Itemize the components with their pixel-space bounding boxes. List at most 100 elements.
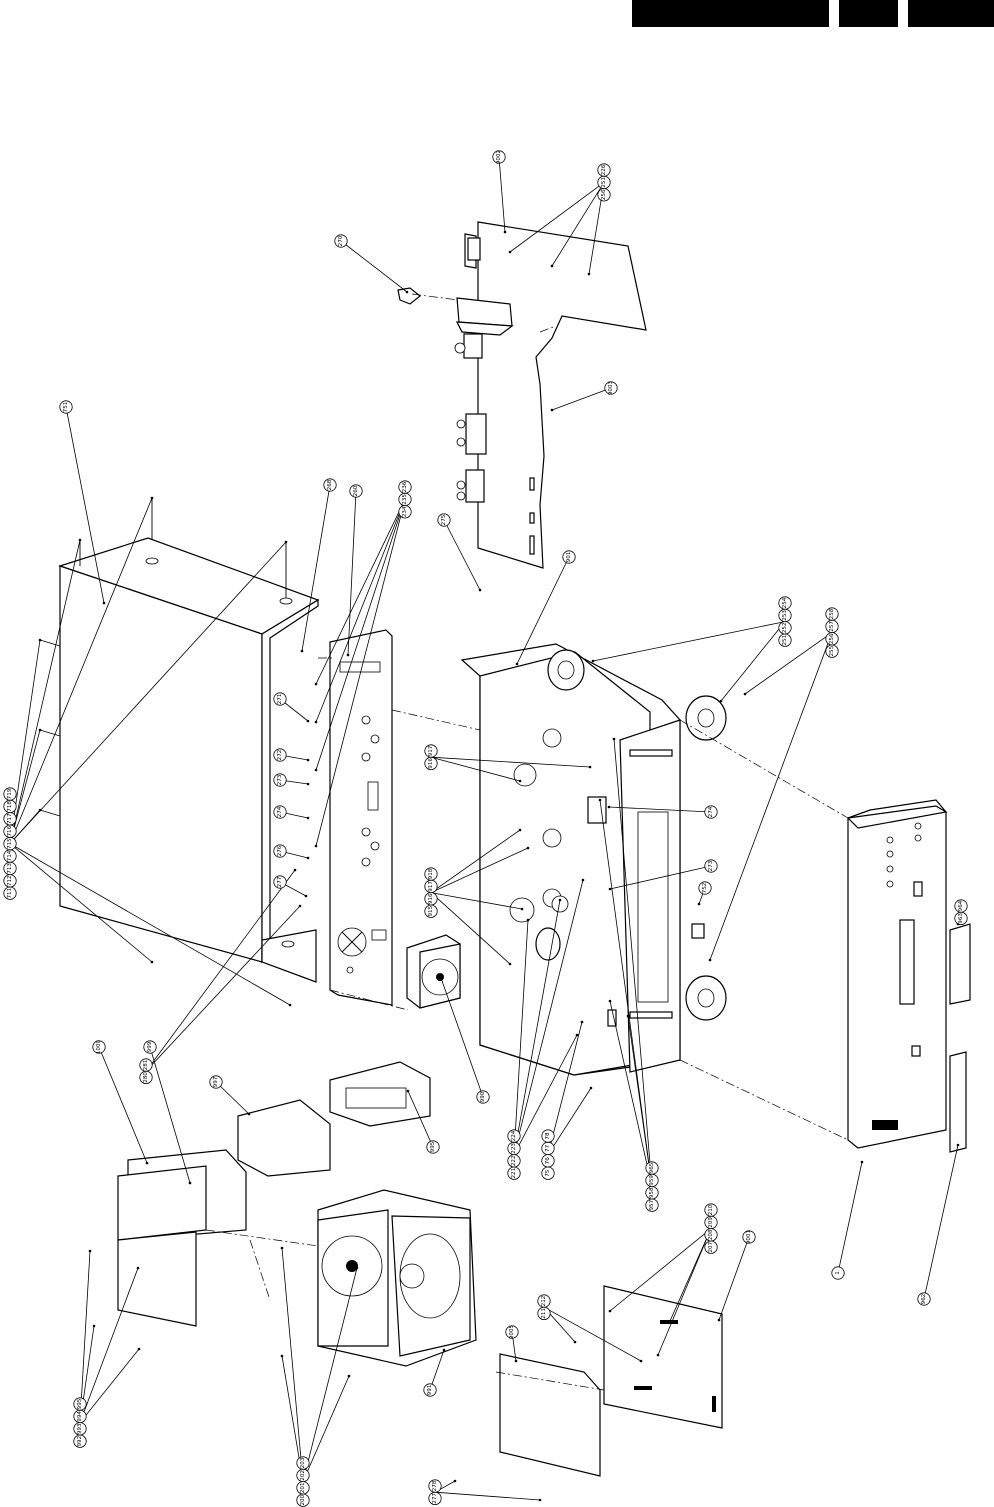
leader-line — [79, 1348, 140, 1423]
callout-bubble — [323, 478, 337, 492]
drive-mechanism — [317, 1189, 477, 1367]
leader-dot — [558, 898, 562, 902]
leader-line — [609, 865, 712, 890]
leader-dot — [697, 902, 701, 906]
leader-dot — [439, 976, 443, 980]
callout-bubble — [698, 881, 712, 895]
callout-label: 235 — [402, 494, 408, 505]
callout-bubble — [349, 484, 363, 498]
leader-dot — [304, 894, 308, 898]
leader-dot — [306, 782, 310, 786]
leader-dot — [580, 1020, 584, 1024]
leader-line — [430, 892, 511, 965]
leader-line — [513, 879, 584, 1155]
callout-label: 997 — [213, 1076, 219, 1087]
callout-label: 280 — [143, 1072, 149, 1083]
callout-c-901: 901 — [562, 550, 576, 564]
callout-c-962: 962 — [917, 1292, 931, 1306]
callout-label: 915 — [428, 905, 434, 916]
leader-dot — [137, 1347, 141, 1351]
callout-label: 277 — [432, 1493, 438, 1504]
leader-dot — [860, 1160, 864, 1164]
callout-bubble — [426, 1140, 440, 1154]
leader-dot — [526, 918, 530, 922]
leader-dot — [38, 638, 42, 642]
callout-label: 717 — [7, 813, 13, 824]
leader-line — [551, 387, 612, 411]
callout-c-275: 275 — [437, 513, 451, 527]
leader-line — [9, 843, 291, 1006]
leader-line — [434, 1491, 541, 1501]
callout-label: 901 — [566, 551, 572, 562]
callout-label: 959 — [649, 1175, 655, 1186]
callout-bubble — [604, 381, 618, 395]
callout-label: 236 — [402, 481, 408, 492]
leader-line — [547, 1087, 592, 1155]
callout-c-1: 1 — [831, 1266, 845, 1280]
leader-line — [613, 738, 653, 1187]
leader-dot — [280, 1246, 284, 1250]
callout-c-9005: 9005 — [505, 1324, 519, 1339]
leader-dot — [573, 1340, 577, 1344]
callout-label: 963 — [958, 913, 964, 924]
leader-dot — [550, 408, 554, 412]
leader-dot — [442, 1348, 446, 1352]
callout-bubble — [645, 1161, 659, 1175]
callout-label: 255 — [829, 645, 835, 656]
callout-label: 713 — [7, 863, 13, 874]
leader-line — [592, 621, 786, 662]
leader-dot — [668, 1319, 672, 1323]
callout-label: 271 — [277, 693, 283, 704]
callout-c-990: 990 — [476, 1090, 490, 1104]
leader-line — [79, 1250, 91, 1423]
callout-bubble — [597, 163, 611, 177]
leader-dot — [508, 962, 512, 966]
callout-label: 994 — [77, 1411, 83, 1422]
leader-line — [9, 843, 153, 963]
leader-line — [301, 484, 331, 652]
callout-bubble — [825, 607, 839, 621]
leader-dot — [575, 1033, 579, 1037]
leader-dot — [405, 290, 409, 294]
callout-bubble — [541, 1129, 555, 1143]
callout-bubble — [334, 234, 348, 248]
callout-label: 716 — [7, 825, 13, 836]
leader-dot — [306, 816, 310, 820]
front-panel — [846, 799, 971, 1153]
callout-label: 209 — [708, 1217, 714, 1228]
callout-label: 962 — [921, 1294, 927, 1305]
callout-c-273b: 273 — [704, 859, 718, 873]
callout-label: 274 — [708, 806, 714, 817]
leader-line — [430, 756, 591, 768]
callout-bubble — [273, 875, 287, 889]
leader-line — [145, 905, 301, 1072]
rear-panel — [329, 629, 393, 1006]
leader-dot — [508, 250, 512, 254]
callout-label: 9002 — [496, 150, 502, 164]
leader-dot — [306, 719, 310, 723]
callout-label: 993 — [77, 1423, 83, 1434]
leader-dot — [346, 653, 350, 657]
leader-dot — [78, 538, 82, 542]
leader-line — [315, 499, 406, 847]
callout-label: 990 — [480, 1091, 486, 1102]
callout-c-999: 999 — [143, 1040, 157, 1054]
leader-dot — [612, 737, 616, 741]
callout-bubble — [507, 1129, 521, 1143]
leader-dot — [150, 496, 154, 500]
callout-label: 916 — [428, 758, 434, 769]
lower-boards — [499, 1285, 723, 1477]
callout-c-274: 274 — [273, 805, 287, 819]
callout-label: 274 — [277, 806, 283, 817]
leader-dot — [589, 1086, 593, 1090]
leader-dot — [626, 1014, 630, 1018]
